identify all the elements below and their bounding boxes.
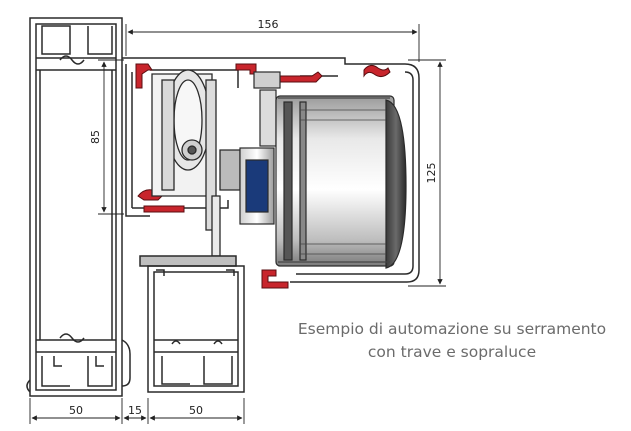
motor-bracket xyxy=(151,69,241,257)
dimension-lines xyxy=(29,24,446,424)
dimension-label-bottom-gap: 15 xyxy=(128,404,142,417)
left-frame-profile xyxy=(26,17,131,397)
caption-line-2: con trave e sopraluce xyxy=(367,343,537,361)
dimension-label-height-left: 85 xyxy=(89,130,102,144)
dimension-label-width-top: 156 xyxy=(258,18,279,31)
pulley xyxy=(239,71,281,225)
dimension-label-bottom-right: 50 xyxy=(189,404,203,417)
motor-fins xyxy=(300,109,386,255)
sash-profile xyxy=(139,255,245,393)
caption: Esempio di automazione su serramento con… xyxy=(282,318,622,364)
dimension-label-bottom-left: 50 xyxy=(69,404,83,417)
motor xyxy=(275,95,407,269)
caption-line-1: Esempio di automazione su serramento xyxy=(297,320,607,338)
dimension-label-height-right: 125 xyxy=(425,163,438,184)
